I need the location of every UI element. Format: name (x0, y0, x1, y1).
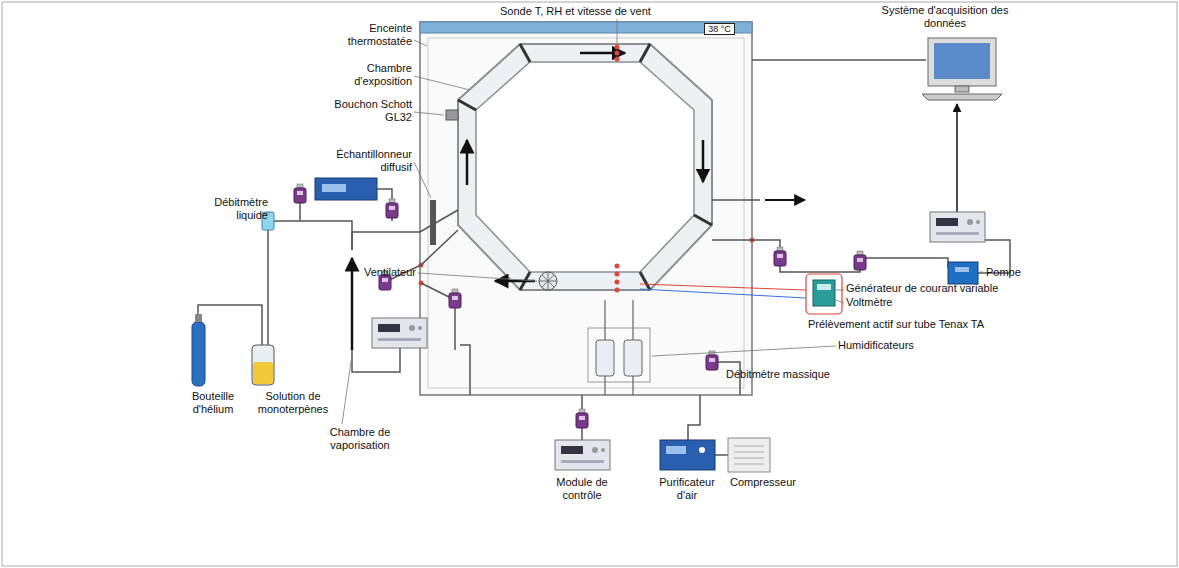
part-label: Purificateur d'air (648, 476, 726, 502)
part-label: Humidificateurs (838, 339, 948, 352)
air-purifier (660, 440, 715, 470)
exposure-chamber (446, 44, 712, 290)
part-label: Solution de monoterpènes (250, 390, 336, 416)
tenax-loop (806, 274, 842, 314)
part-label: Voltmètre (846, 296, 946, 309)
part-label: Compresseur (730, 476, 810, 489)
leader-lines (263, 19, 983, 424)
display-text: 38 °C (708, 24, 731, 34)
humidifiers (588, 300, 650, 395)
mass-flowmeter (854, 251, 866, 270)
vaporisation-arrow (351, 258, 354, 350)
flow-arrow (765, 199, 805, 201)
control-unit (930, 212, 985, 242)
current-generator (813, 280, 835, 306)
pipes (198, 60, 1010, 455)
part-label: Bouteille d'hélium (180, 390, 246, 416)
mass-flowmeter (774, 247, 786, 266)
control-module (555, 440, 610, 470)
part-label: Enceinte thermostatée (330, 22, 412, 48)
part-label: Échantillonneur diffusif (320, 148, 412, 174)
part-label: Générateur de courant variable (846, 282, 1026, 295)
fan (539, 272, 557, 290)
part-label: Système d'acquisition des données (880, 4, 1010, 30)
part-label: Sonde T, RH et vitesse de vent (500, 5, 690, 18)
wire (640, 284, 806, 290)
schott-cap (446, 110, 458, 120)
thermostated-enclosure (420, 22, 752, 395)
part-label: Bouchon Schott GL32 (330, 98, 412, 124)
mass-flowmeter (576, 409, 588, 428)
compressor (728, 438, 770, 472)
part-label: Ventilateur (336, 266, 416, 279)
mass-flowmeter (386, 199, 398, 218)
temperature-display: 38 °C (704, 23, 735, 35)
mass-flowmeter (294, 184, 306, 203)
sampler-controller (315, 178, 377, 200)
part-label: Débitmètre massique (726, 368, 846, 381)
monoterpene-flask (252, 345, 274, 385)
computer (922, 38, 1002, 100)
part-label: Chambre de vaporisation (300, 426, 420, 452)
part-label: Chambre d'exposition (330, 62, 412, 88)
part-label: Pompe (986, 266, 1046, 279)
part-label: Module de contrôle (540, 476, 624, 502)
pump (948, 262, 978, 284)
wire (640, 289, 806, 298)
control-unit (372, 318, 427, 348)
mass-flowmeter (706, 351, 718, 370)
part-label: Prélèvement actif sur tube Tenax TA (808, 318, 1018, 331)
helium-bottle (192, 314, 205, 386)
probe-dots (419, 45, 755, 293)
mass-flowmeter (449, 289, 461, 308)
part-label: Débitmètre liquide (206, 196, 268, 222)
